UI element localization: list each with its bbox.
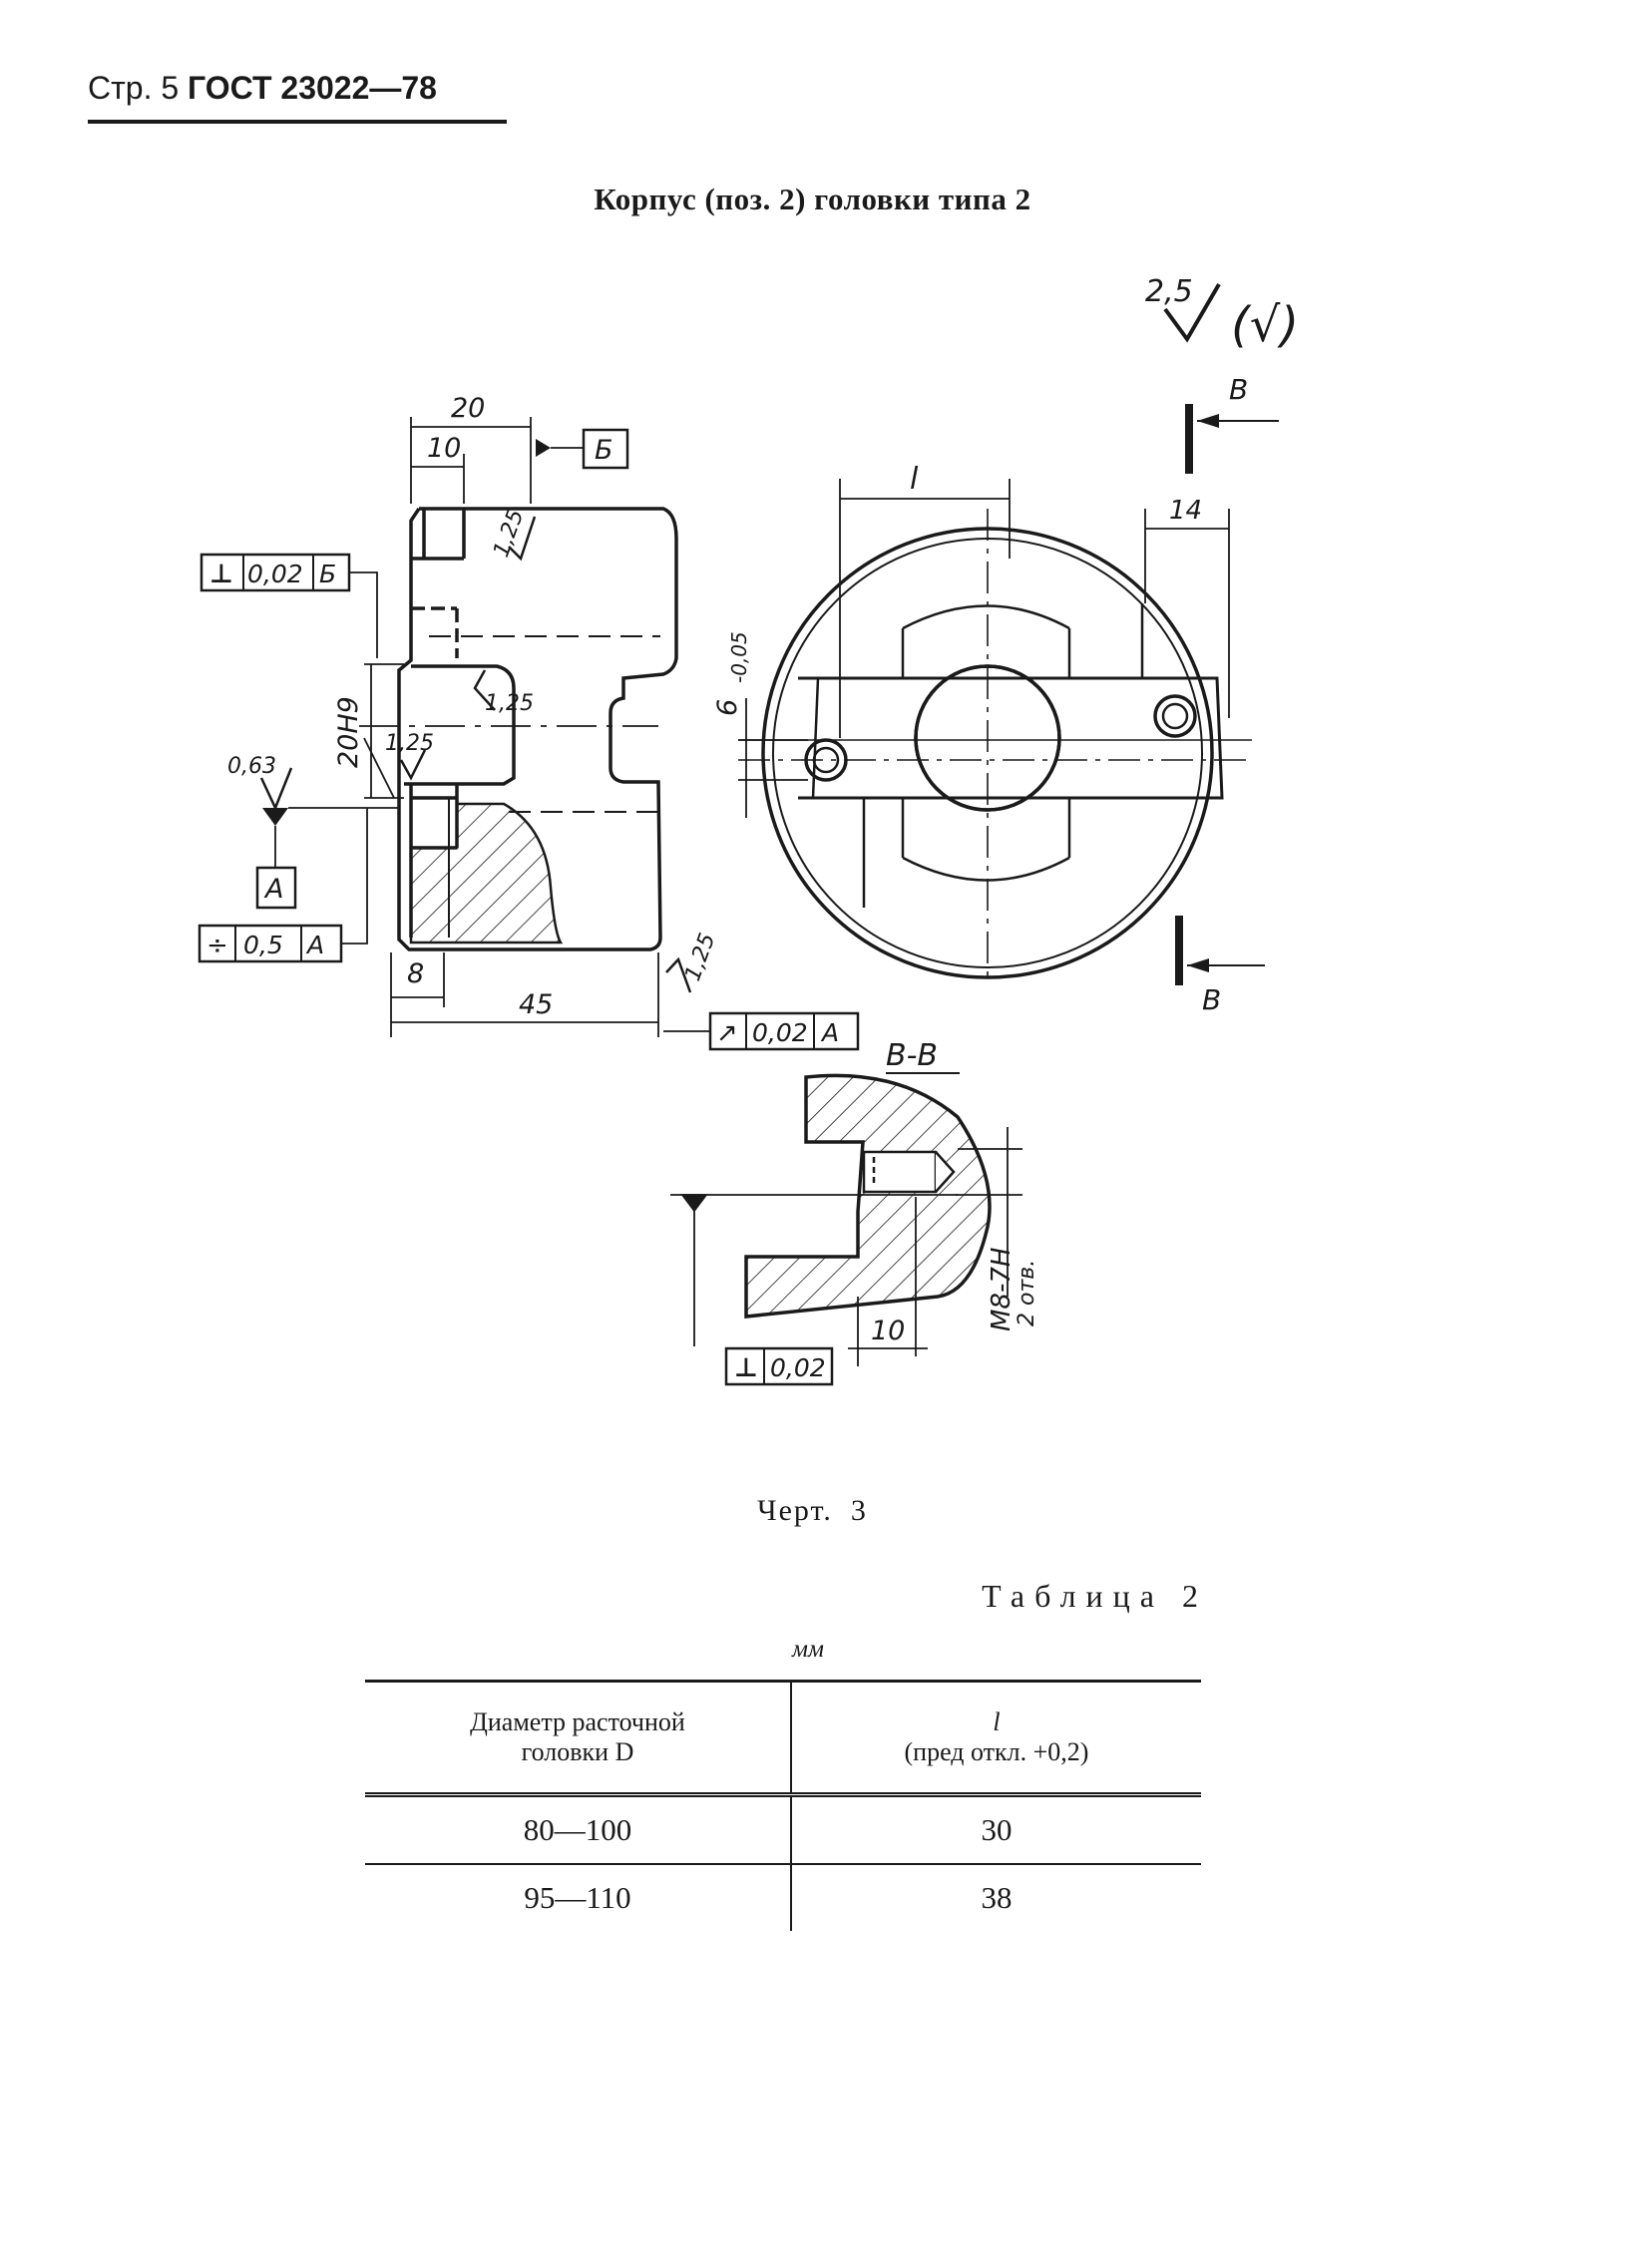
side-view-dimensions bbox=[363, 417, 659, 1037]
cell-diameter: 95—110 bbox=[365, 1864, 792, 1931]
datum-b: Б bbox=[536, 428, 629, 470]
svg-text:0,5: 0,5 bbox=[243, 931, 283, 959]
standard-number: ГОСТ 23022—78 bbox=[188, 70, 437, 106]
svg-text:А: А bbox=[263, 874, 283, 905]
roughness-mark-1: 1,25 bbox=[489, 506, 537, 562]
table-label: Таблица 2 bbox=[982, 1578, 1208, 1614]
roughness-mark-063: 0,63 bbox=[227, 754, 293, 812]
holes-count: 2 отв. bbox=[1015, 1260, 1039, 1326]
col-header-l-symbol: l bbox=[993, 1707, 1001, 1737]
front-view-dimensions bbox=[738, 479, 1230, 818]
col-header-diameter-line2: головки D bbox=[521, 1737, 634, 1766]
dim-8: 8 bbox=[407, 958, 424, 989]
dim-20: 20 bbox=[451, 393, 485, 424]
svg-text:А: А bbox=[820, 1018, 839, 1047]
svg-text:÷: ÷ bbox=[206, 931, 228, 960]
drawing-title: Корпус (поз. 2) головки типа 2 bbox=[594, 182, 1031, 216]
col-header-diameter-line1: Диаметр расточной bbox=[470, 1707, 685, 1737]
dim-10: 10 bbox=[427, 433, 461, 464]
page-label: Стр. 5 bbox=[88, 70, 180, 106]
drawing-caption: Черт. 3 bbox=[0, 1494, 1625, 1528]
dim-6: 6 bbox=[712, 699, 743, 716]
dim-l: l bbox=[910, 462, 919, 497]
header-rule bbox=[88, 120, 507, 124]
tolerance-symmetry: ÷ 0,5 А bbox=[198, 808, 368, 963]
col-header-l-tolerance: (пред откл. +0,2) bbox=[904, 1737, 1089, 1766]
roughness-mark-3: 1,25 bbox=[385, 731, 434, 781]
table-row: 80—100 30 bbox=[365, 1794, 1201, 1865]
dim-20H9: 20H9 bbox=[333, 696, 364, 768]
svg-text:0,02: 0,02 bbox=[770, 1353, 826, 1382]
svg-text:Б: Б bbox=[595, 435, 613, 466]
svg-text:В: В bbox=[1229, 373, 1248, 406]
svg-text:1,25: 1,25 bbox=[680, 930, 720, 984]
section-bb-body bbox=[744, 1073, 992, 1319]
svg-text:1,25: 1,25 bbox=[385, 731, 434, 756]
section-bb-dimensions bbox=[670, 1127, 1022, 1366]
front-view bbox=[738, 509, 1252, 982]
spec-table: Диаметр расточной головки D l (пред откл… bbox=[365, 1680, 1201, 1931]
page-header: Стр. 5 ГОСТ 23022—78 bbox=[88, 70, 437, 107]
roughness-general: 2,5 (√) bbox=[1145, 274, 1299, 353]
caption-label: Черт. bbox=[757, 1494, 833, 1527]
svg-text:↗: ↗ bbox=[716, 1018, 738, 1048]
thread-spec: М8-7Н bbox=[987, 1248, 1016, 1331]
svg-text:0,02: 0,02 bbox=[752, 1018, 808, 1047]
svg-text:1,25: 1,25 bbox=[485, 691, 534, 716]
roughness-mark-4: 1,25 bbox=[665, 930, 720, 993]
cell-l: 30 bbox=[791, 1794, 1201, 1865]
col-header-diameter: Диаметр расточной головки D bbox=[365, 1680, 792, 1797]
roughness-other: (√) bbox=[1231, 297, 1299, 353]
section-marker-top: В bbox=[1185, 373, 1279, 474]
dim-45: 45 bbox=[519, 989, 553, 1020]
dim-14: 14 bbox=[1169, 496, 1202, 526]
dim-10b: 10 bbox=[871, 1316, 905, 1346]
caption-number: 3 bbox=[850, 1494, 868, 1527]
col-header-l: l (пред откл. +0,2) bbox=[791, 1680, 1201, 1797]
svg-text:А: А bbox=[305, 931, 324, 959]
cell-l: 38 bbox=[981, 1880, 1013, 1915]
roughness-mark-2: 1,25 bbox=[473, 669, 534, 716]
section-bb-hole bbox=[862, 1150, 956, 1194]
svg-text:⊥: ⊥ bbox=[209, 560, 233, 589]
side-view-section bbox=[409, 802, 564, 945]
table-row: 95—110 38 bbox=[365, 1864, 1201, 1931]
svg-text:В: В bbox=[1202, 983, 1221, 1016]
cell-diameter: 80—100 bbox=[365, 1794, 792, 1865]
tolerance-perp-top: ⊥ 0,02 Б bbox=[200, 553, 378, 658]
svg-text:⊥: ⊥ bbox=[734, 1353, 758, 1383]
dim-6-tol: -0,05 bbox=[727, 631, 751, 683]
svg-text:0,63: 0,63 bbox=[227, 754, 276, 779]
tolerance-perp-bottom: ⊥ 0,02 bbox=[724, 1346, 834, 1386]
technical-drawing: 2,5 (√) bbox=[198, 274, 1299, 1386]
svg-text:0,02: 0,02 bbox=[247, 560, 303, 588]
roughness-general-value: 2,5 bbox=[1145, 274, 1193, 309]
section-marker-bottom: В bbox=[1175, 916, 1265, 1016]
section-label: В-В bbox=[886, 1038, 938, 1073]
tolerance-runout: ↗ 0,02 А bbox=[663, 1011, 860, 1051]
datum-a: А bbox=[255, 807, 399, 910]
table-units: мм bbox=[792, 1636, 824, 1663]
svg-text:Б: Б bbox=[319, 560, 336, 588]
